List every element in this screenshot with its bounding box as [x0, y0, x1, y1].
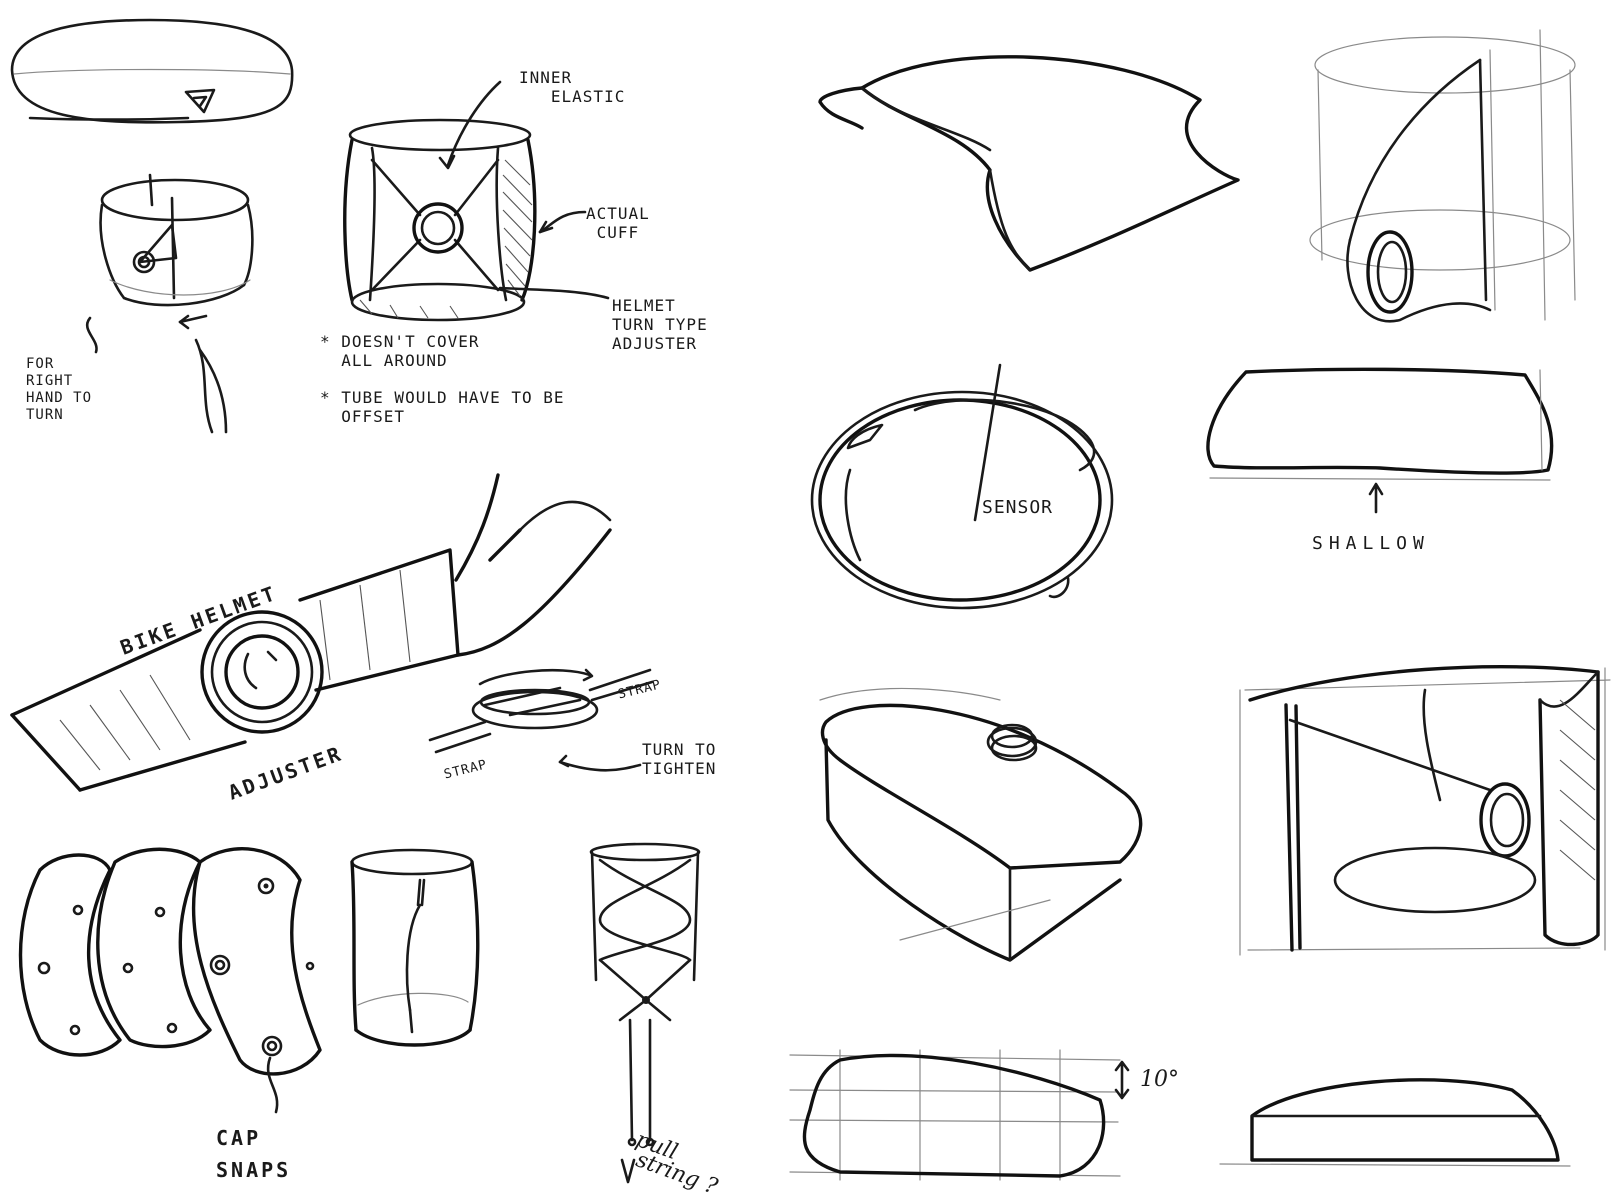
- sketch-flat-pouch: [10, 18, 294, 124]
- annotation-ten-degrees: 10°: [1140, 1067, 1179, 1092]
- annotation-cap-snaps: CAP SNAPS: [216, 1126, 292, 1182]
- annotation-turn-to-tighten: TURN TO TIGHTEN: [642, 740, 717, 778]
- sketch-slotted-cylinder: [350, 848, 480, 1047]
- annotation-helmet-adjuster: HELMET TURN TYPE ADJUSTER: [612, 296, 708, 353]
- sketch-large-cuff: [1239, 665, 1611, 956]
- annotation-sensor: SENSOR: [982, 497, 1054, 518]
- annotation-right-hand: FOR RIGHT HAND TO TURN: [26, 356, 93, 423]
- sketch-dome-profile: [1219, 1078, 1571, 1167]
- sketch-angled-profile: [789, 1049, 1130, 1181]
- sketch-elastic-cuff: [343, 80, 610, 322]
- sketch-tall-cylinder: [1309, 29, 1576, 323]
- sketch-pull-string: [589, 842, 701, 1184]
- sketch-shallow-profile: [1206, 367, 1554, 514]
- sketch-strap-dial: [428, 668, 654, 772]
- annotation-inner-elastic: INNER ELASTIC: [519, 68, 626, 106]
- sketch-cap-snaps: [18, 847, 322, 1114]
- annotation-doesnt-cover: * DOESN'T COVER ALL AROUND: [320, 332, 480, 370]
- sketch-helmet-strap: [10, 473, 612, 792]
- annotation-actual-cuff: ACTUAL CUFF: [586, 204, 650, 242]
- sketch-pillow-wedge: [818, 55, 1240, 272]
- sketch-rounded-box: [819, 687, 1143, 962]
- annotation-shallow: SHALLOW: [1312, 533, 1430, 554]
- annotation-tube-offset: * TUBE WOULD HAVE TO BE OFFSET: [320, 388, 565, 426]
- sketch-small-cuff: [85, 173, 254, 434]
- sketch-sensor-ring: [810, 363, 1114, 610]
